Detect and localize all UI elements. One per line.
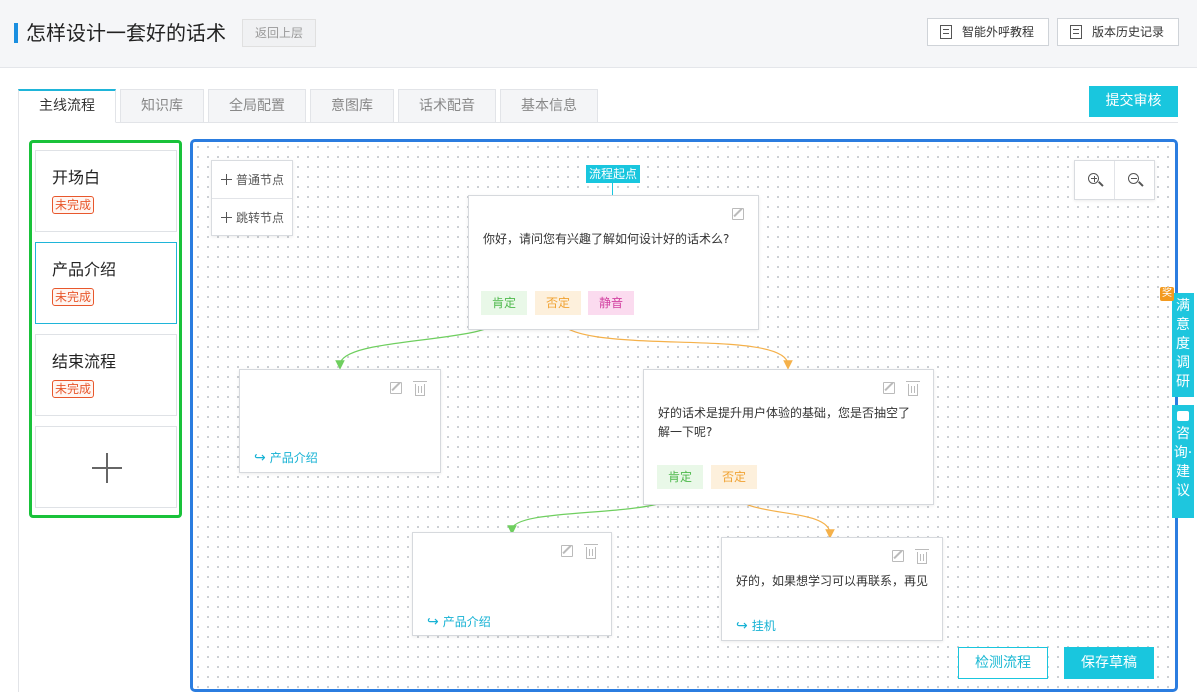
flow-card-title: 产品介绍 [52, 260, 117, 279]
end-node[interactable]: 好的，如果想学习可以再联系，再见 ↪挂机 [721, 537, 943, 641]
middle-node[interactable]: 好的话术是提升用户体验的基础，您是否抽空了 解一下呢? 肯定 否定 [643, 369, 934, 505]
node-text-line-2: 解一下呢? [658, 425, 713, 439]
node-text: 你好，请问您有兴趣了解如何设计好的话术么? [483, 232, 730, 246]
edit-icon[interactable] [732, 208, 744, 220]
tab-main-flow[interactable]: 主线流程 [18, 89, 116, 123]
node-toolbox: 普通节点 跳转节点 [211, 160, 293, 236]
version-history-button[interactable]: 版本历史记录 [1057, 18, 1179, 46]
jump-target-label: 产品介绍 [269, 451, 318, 465]
add-jump-node-label: 跳转节点 [236, 211, 285, 225]
node-text-line-1: 好的话术是提升用户体验的基础，您是否抽空了 [658, 406, 911, 420]
jump-arrow-icon: ↪ [736, 618, 748, 634]
status-badge: 未完成 [52, 288, 95, 306]
zoom-out-button[interactable] [1115, 161, 1155, 199]
jump-target[interactable]: ↪产品介绍 [427, 613, 491, 630]
status-badge: 未完成 [52, 380, 95, 398]
branch-no-tag[interactable]: 否定 [711, 465, 757, 489]
tab-voice-dubbing[interactable]: 话术配音 [398, 89, 496, 123]
add-flow-button[interactable] [35, 426, 177, 508]
flow-list-highlight [29, 140, 182, 518]
start-connector [612, 183, 613, 195]
zoom-out-icon [1128, 173, 1139, 184]
plus-icon [221, 174, 232, 185]
jump-target[interactable]: ↪产品介绍 [254, 449, 318, 466]
flow-start-label: 流程起点 [586, 165, 640, 183]
zoom-controls [1074, 160, 1155, 200]
satisfaction-survey-tab[interactable]: 满意度调研 [1172, 293, 1194, 397]
left-panel-border [18, 122, 19, 692]
tutorial-button[interactable]: 智能外呼教程 [927, 18, 1049, 46]
edit-icon[interactable] [390, 382, 402, 394]
jump-node-lower[interactable]: ↪产品介绍 [412, 532, 612, 636]
edit-icon[interactable] [561, 545, 573, 557]
trash-icon[interactable] [584, 544, 598, 559]
node-text: 好的，如果想学习可以再联系，再见 [736, 574, 929, 588]
tab-global-config[interactable]: 全局配置 [208, 89, 306, 123]
jump-target-label: 产品介绍 [442, 615, 491, 629]
check-flow-button[interactable]: 检测流程 [958, 647, 1048, 679]
zoom-in-button[interactable] [1075, 161, 1115, 199]
branch-yes-tag[interactable]: 肯定 [481, 291, 527, 315]
chat-icon [1177, 411, 1189, 421]
plus-icon [221, 212, 232, 223]
branch-yes-tag[interactable]: 肯定 [657, 465, 703, 489]
branch-no-tag[interactable]: 否定 [535, 291, 581, 315]
submit-review-button[interactable]: 提交审核 [1089, 86, 1178, 117]
back-button[interactable]: 返回上层 [242, 19, 316, 47]
page-title: 怎样设计一套好的话术 [26, 21, 226, 45]
doc-icon [940, 25, 952, 39]
reward-badge: 奖 [1160, 287, 1174, 301]
flow-card-opening[interactable]: 开场白 未完成 [35, 150, 177, 232]
trash-icon[interactable] [413, 381, 427, 396]
doc-icon [1070, 25, 1082, 39]
edit-icon[interactable] [892, 550, 904, 562]
trash-icon[interactable] [906, 381, 920, 396]
tab-basic-info[interactable]: 基本信息 [500, 89, 598, 123]
satisfaction-survey-label: 满意度调研 [1176, 298, 1190, 390]
jump-arrow-icon: ↪ [254, 450, 266, 466]
start-node[interactable]: 你好，请问您有兴趣了解如何设计好的话术么? 肯定 否定 静音 [468, 195, 759, 330]
plus-icon [106, 453, 108, 483]
jump-node-left[interactable]: ↪产品介绍 [239, 369, 441, 473]
edit-icon[interactable] [883, 382, 895, 394]
tabs-divider [18, 122, 1178, 123]
consult-suggest-label: 咨询·建议 [1173, 426, 1193, 499]
tab-intent-library[interactable]: 意图库 [310, 89, 394, 123]
jump-target-label: 挂机 [751, 619, 776, 633]
title-accent-bar [14, 23, 18, 43]
branch-mute-tag[interactable]: 静音 [588, 291, 634, 315]
tab-knowledge-base[interactable]: 知识库 [120, 89, 204, 123]
add-normal-node-button[interactable]: 普通节点 [212, 161, 292, 199]
save-draft-button[interactable]: 保存草稿 [1064, 647, 1154, 679]
trash-icon[interactable] [915, 549, 929, 564]
add-normal-node-label: 普通节点 [236, 173, 285, 187]
add-jump-node-button[interactable]: 跳转节点 [212, 199, 292, 237]
version-history-button-label: 版本历史记录 [1092, 25, 1165, 39]
jump-arrow-icon: ↪ [427, 614, 439, 630]
flow-card-product-intro[interactable]: 产品介绍 未完成 [35, 242, 177, 324]
consult-suggest-tab[interactable]: 咨询·建议 [1172, 405, 1194, 518]
tutorial-button-label: 智能外呼教程 [962, 25, 1035, 39]
flow-card-ending[interactable]: 结束流程 未完成 [35, 334, 177, 416]
jump-target[interactable]: ↪挂机 [736, 617, 776, 634]
zoom-in-icon [1088, 173, 1099, 184]
flow-card-title: 开场白 [52, 168, 101, 187]
status-badge: 未完成 [52, 196, 95, 214]
flow-card-title: 结束流程 [52, 352, 117, 371]
